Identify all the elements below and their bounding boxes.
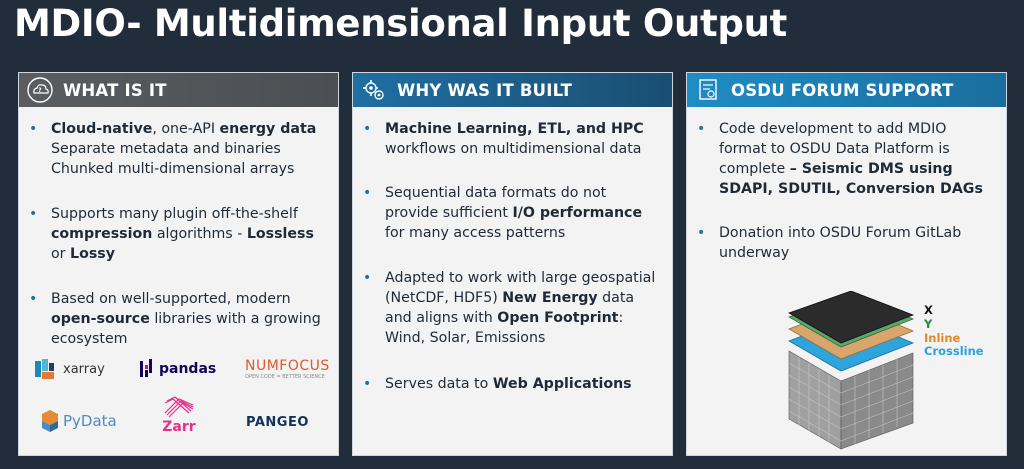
- osdu-forum-support-header: OSDU FORUM SUPPORT: [687, 73, 1006, 107]
- cube-label-inline: Inline: [924, 331, 961, 345]
- cube-label-y: Y: [924, 317, 933, 331]
- pangeo-logo: PANGEO: [246, 415, 309, 430]
- page-title: MDIO- Multidimensional Input Output: [14, 2, 788, 45]
- bullet-compression: • Supports many plugin off-the-shelf com…: [29, 206, 314, 262]
- what-is-it-card: ? WHAT IS IT • Cloud-native, one-API ene…: [18, 72, 339, 456]
- bullet-open-source: • Based on well-supported, modern open-s…: [29, 291, 321, 347]
- cube-label-x: X: [924, 303, 933, 317]
- bullet-dot: •: [363, 185, 372, 201]
- bullet-dot: •: [29, 206, 38, 222]
- what-is-it-title: WHAT IS IT: [63, 80, 167, 100]
- why-was-it-built-header: WHY WAS IT BUILT: [353, 73, 672, 107]
- pydata-logo: PyData: [41, 409, 117, 433]
- bullet-dot: •: [363, 270, 372, 286]
- seismic-cube-illustration: [788, 291, 915, 450]
- xarray-logo: xarray: [33, 357, 105, 381]
- bullet-dot: •: [363, 376, 372, 392]
- bullet-code-development: • Code development to add MDIO format to…: [697, 121, 983, 197]
- gears-icon: [359, 75, 389, 105]
- bullet-geospatial: • Adapted to work with large geospatial …: [363, 270, 656, 346]
- pandas-logo: pandas: [139, 359, 216, 379]
- bullet-dot: •: [29, 121, 38, 137]
- numfocus-logo: NUMFOCUS OPEN CODE = BETTER SCIENCE: [245, 358, 330, 380]
- bullet-io-performance: • Sequential data formats do not provide…: [363, 185, 643, 241]
- certificate-icon: [693, 75, 723, 105]
- why-was-it-built-card: WHY WAS IT BUILT • Machine Learning, ETL…: [352, 72, 673, 456]
- zarr-logo: Zarr: [161, 393, 197, 435]
- svg-text:?: ?: [38, 87, 42, 94]
- bullet-donation: • Donation into OSDU Forum GitLab underw…: [697, 225, 962, 261]
- bullet-dot: •: [29, 291, 38, 307]
- bullet-dot: •: [697, 225, 706, 241]
- x-slice: [788, 291, 915, 344]
- bullet-dot: •: [363, 121, 372, 137]
- why-was-it-built-title: WHY WAS IT BUILT: [397, 80, 573, 100]
- bullet-web-applications: • Serves data to Web Applications: [363, 376, 632, 392]
- bullet-dot: •: [697, 121, 706, 137]
- what-is-it-header: ? WHAT IS IT: [19, 73, 338, 107]
- osdu-forum-support-card: OSDU FORUM SUPPORT • Code development to…: [686, 72, 1007, 456]
- cube-label-crossline: Crossline: [924, 344, 984, 358]
- cube-right-face: [840, 352, 914, 450]
- bullet-ml-etl-hpc: • Machine Learning, ETL, and HPC workflo…: [363, 121, 644, 157]
- osdu-forum-support-title: OSDU FORUM SUPPORT: [731, 80, 954, 100]
- cloud-question-icon: ?: [25, 75, 55, 105]
